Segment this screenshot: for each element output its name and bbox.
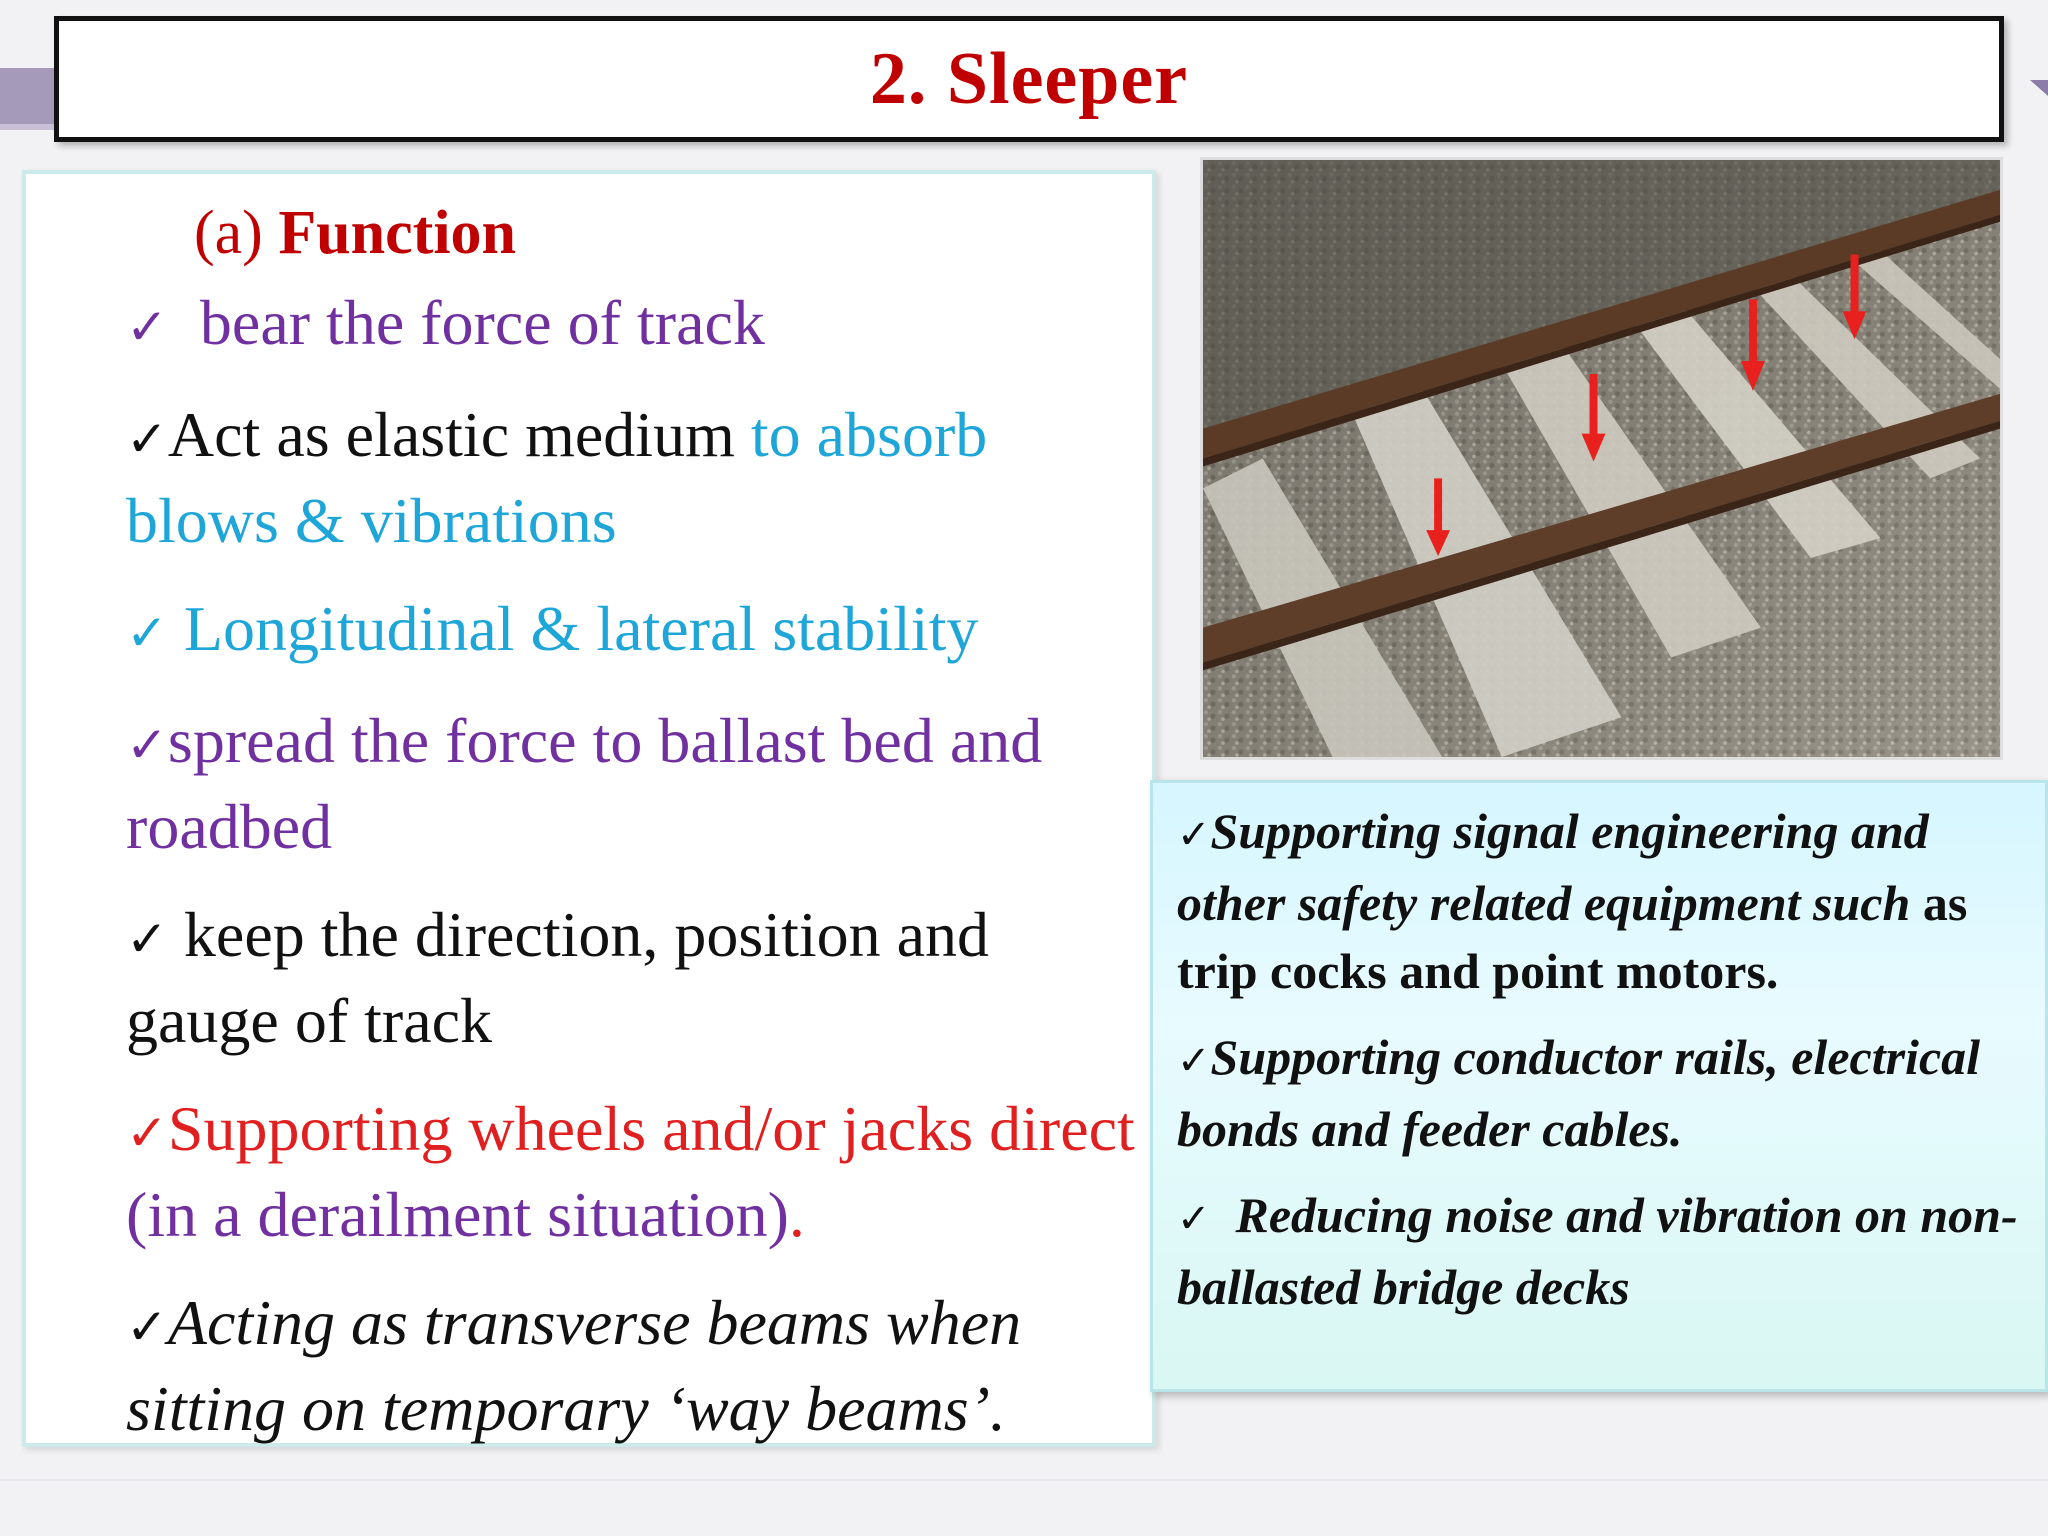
list-item-keep-direction: ✓ keep the direction, position and gauge…	[126, 899, 990, 1056]
list-item-signal-engineering: ✓Supporting signal engineering and other…	[1177, 803, 1968, 999]
slide-title: 2. Sleeper	[869, 37, 1189, 120]
track-photo	[1200, 157, 2003, 760]
checkmark-icon: ✓	[1177, 812, 1211, 858]
additional-functions-panel: ✓Supporting signal engineering and other…	[1150, 780, 2048, 1392]
list-item-transverse-beams: ✓Acting as transverse beams when sitting…	[126, 1287, 1022, 1444]
checkmark-icon: ✓	[126, 298, 168, 356]
function-list: ✓ bear the force of track ✓Act as elasti…	[126, 282, 1136, 1476]
list-item-supporting-wheels: ✓Supporting wheels and/or jacks direct (…	[126, 1093, 1135, 1250]
checkmark-icon: ✓	[126, 716, 168, 774]
checkmark-icon: ✓	[126, 1104, 168, 1162]
checkmark-icon: ✓	[126, 1298, 168, 1356]
checkmark-icon: ✓	[1177, 1038, 1211, 1084]
list-item-elastic-medium: ✓Act as elastic medium to absorb blows &…	[126, 399, 988, 556]
force-arrows	[1426, 254, 1867, 557]
checkmark-icon: ✓	[1177, 1196, 1211, 1242]
checkmark-icon: ✓	[126, 604, 168, 662]
function-panel: (a) Function ✓ bear the force of track ✓…	[22, 170, 1156, 1447]
list-item-noise-reduction: ✓ Reducing noise and vibration on non-ba…	[1177, 1187, 2018, 1315]
list-item-spread-force: ✓spread the force to ballast bed and roa…	[126, 705, 1043, 862]
checkmark-icon: ✓	[126, 410, 168, 468]
list-item-conductor-rails: ✓Supporting conductor rails, electrical …	[1177, 1029, 1981, 1157]
list-item-bear-force: ✓ bear the force of track	[126, 287, 765, 358]
railway-track-image	[1203, 160, 2000, 757]
title-banner: 2. Sleeper	[54, 16, 2004, 142]
function-heading: (a) Function	[194, 199, 517, 267]
list-item-stability: ✓ Longitudinal & lateral stability	[126, 593, 979, 664]
checkmark-icon: ✓	[126, 910, 168, 968]
